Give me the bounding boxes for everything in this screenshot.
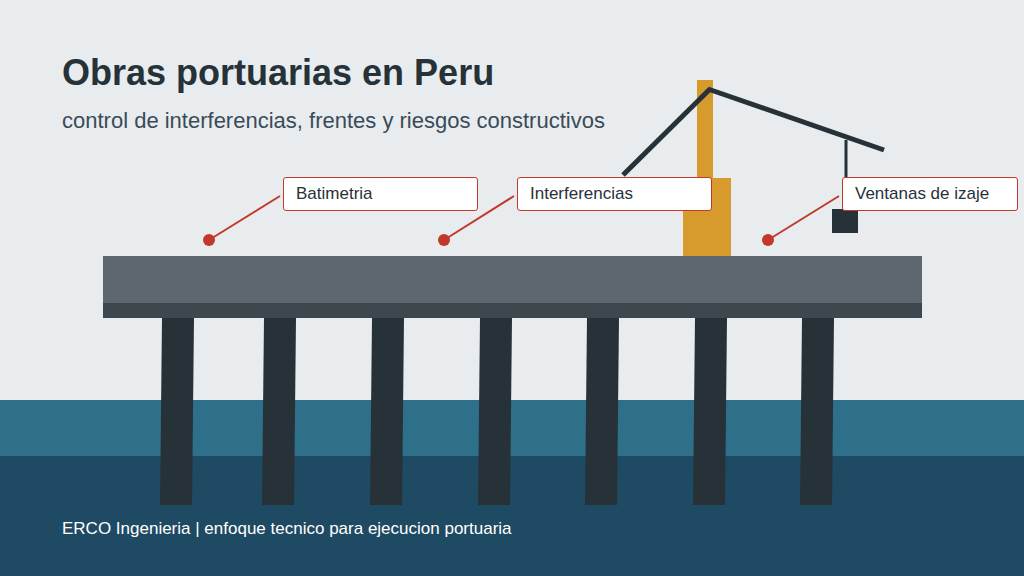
subtitle: control de interferencias, frentes y rie… [62, 108, 605, 134]
callout-dot [762, 234, 774, 246]
callout-box: Interferencias [517, 177, 712, 211]
pile [585, 318, 619, 505]
callout-label: Ventanas de izaje [855, 184, 989, 204]
callout-label: Interferencias [530, 184, 633, 204]
leader-line [209, 196, 280, 240]
leader-line [768, 196, 839, 240]
callout-label: Batimetria [296, 184, 373, 204]
pile [800, 318, 834, 505]
callout-dot [438, 234, 450, 246]
crane-tower [697, 80, 713, 256]
callout-box: Ventanas de izaje [842, 177, 1018, 211]
pile [370, 318, 404, 505]
footer-caption: ERCO Ingenieria | enfoque tecnico para e… [62, 519, 512, 539]
pile [262, 318, 296, 505]
pile [478, 318, 512, 505]
sea-depth [0, 456, 1024, 576]
hoist-load [832, 209, 858, 233]
pile [160, 318, 194, 505]
crane-stay [623, 89, 710, 175]
callout-box: Batimetria [283, 177, 478, 211]
sea-surface [0, 400, 1024, 456]
pile-group [160, 318, 834, 505]
pile [693, 318, 727, 505]
deck-edge-beam [103, 303, 922, 318]
callout-dot [203, 234, 215, 246]
wharf-deck [103, 256, 922, 304]
crane-jib [708, 89, 884, 150]
page-title: Obras portuarias en Peru [62, 52, 494, 94]
